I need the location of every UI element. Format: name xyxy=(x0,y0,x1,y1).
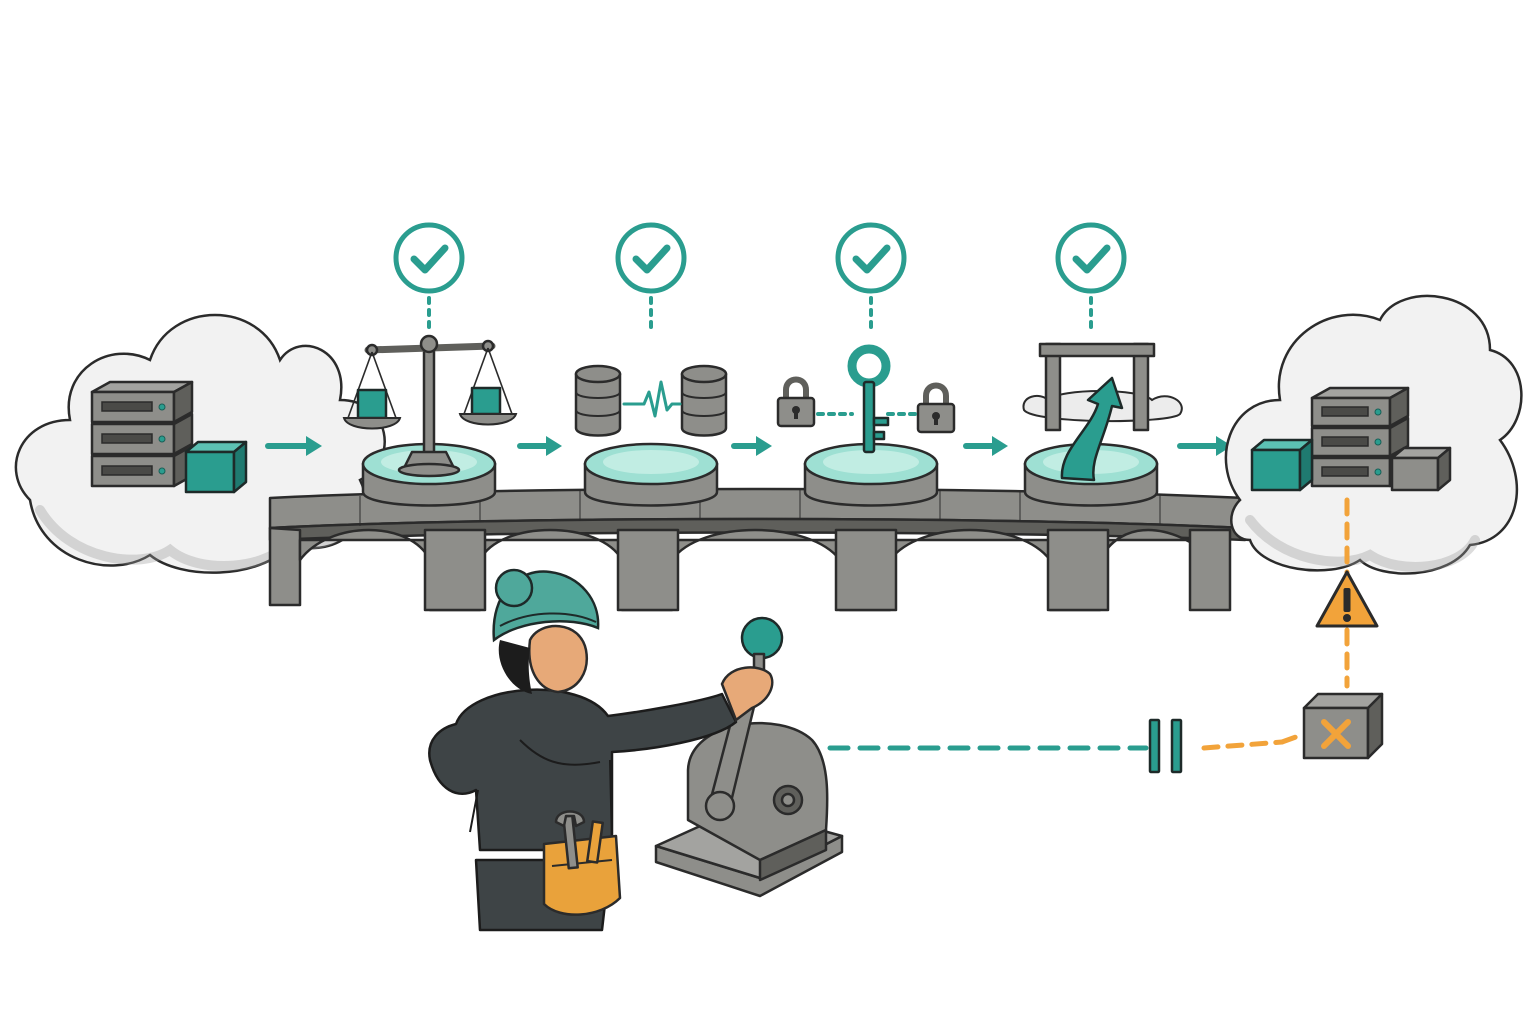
rollback-lever-icon[interactable] xyxy=(654,616,844,898)
blocked-crate-icon xyxy=(1302,692,1384,760)
operator-figure xyxy=(428,568,774,932)
data-cube-icon xyxy=(184,440,248,494)
bridge-piers xyxy=(423,528,1232,612)
data-cube-icon xyxy=(1250,438,1314,492)
balance-scale-icon xyxy=(342,334,518,478)
storage-block-icon xyxy=(1390,446,1452,492)
gateway-route-icon xyxy=(1022,342,1183,482)
flow-arrow-icon xyxy=(963,436,1008,456)
flow-arrow-icon xyxy=(731,436,772,456)
flow-arrow-icon xyxy=(265,436,322,456)
status-checks xyxy=(393,222,1127,336)
wrench-icon xyxy=(554,810,586,870)
pause-icon xyxy=(1148,718,1183,774)
key-lock-icon xyxy=(776,344,956,454)
flow-arrow-icon xyxy=(517,436,562,456)
warning-triangle-icon xyxy=(1315,570,1379,628)
padlock-icon xyxy=(916,382,956,434)
x-mark-icon xyxy=(1321,719,1351,749)
check-icon xyxy=(615,222,687,336)
padlock-icon xyxy=(776,376,816,428)
check-icon xyxy=(835,222,907,336)
database-sync-icon xyxy=(574,364,728,437)
stone-bridge xyxy=(268,487,1247,612)
alert-path xyxy=(1201,497,1350,751)
check-icon xyxy=(1055,222,1127,336)
stage-platform xyxy=(803,442,939,507)
flow-arrow-icon xyxy=(1177,436,1232,456)
teal-key xyxy=(847,344,891,454)
stage-platform xyxy=(583,442,719,507)
server-stack-icon xyxy=(90,380,194,488)
check-icon xyxy=(393,222,465,336)
pulse-line xyxy=(622,380,682,418)
flow-arrows xyxy=(265,436,1232,456)
